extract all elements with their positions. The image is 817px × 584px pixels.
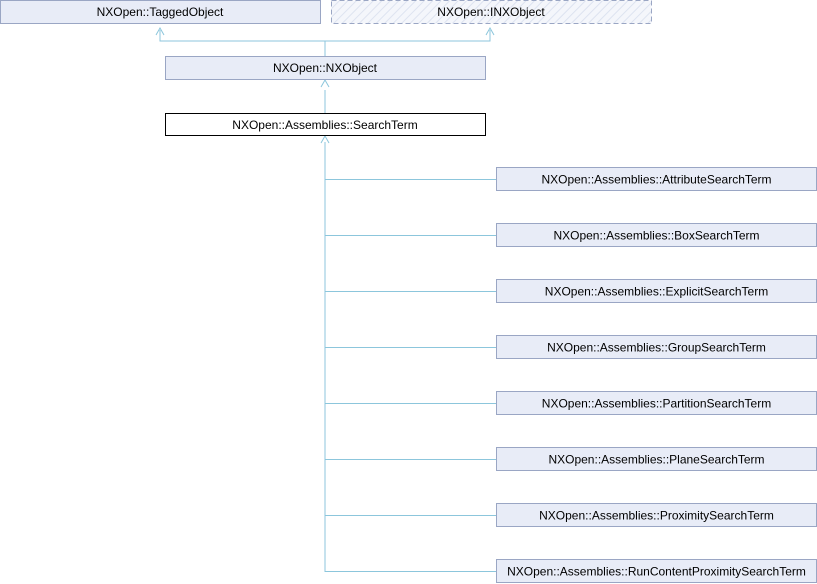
- node-box-search-term-label: NXOpen::Assemblies::BoxSearchTerm: [553, 229, 759, 243]
- node-nx-object-label: NXOpen::NXObject: [273, 61, 378, 75]
- node-inx-object[interactable]: NXOpen::INXObject: [331, 0, 652, 24]
- node-nx-object[interactable]: NXOpen::NXObject: [165, 56, 486, 80]
- node-attribute-search-term-label: NXOpen::Assemblies::AttributeSearchTerm: [541, 173, 771, 187]
- node-proximity-search-term[interactable]: NXOpen::Assemblies::ProximitySearchTerm: [496, 503, 817, 527]
- node-partition-search-term-label: NXOpen::Assemblies::PartitionSearchTerm: [542, 397, 771, 411]
- node-box-search-term[interactable]: NXOpen::Assemblies::BoxSearchTerm: [496, 223, 817, 247]
- node-tagged-object[interactable]: NXOpen::TaggedObject: [0, 0, 321, 24]
- arrowhead-tagged: [155, 26, 165, 36]
- node-plane-search-term[interactable]: NXOpen::Assemblies::PlaneSearchTerm: [496, 447, 817, 471]
- node-inx-object-label: NXOpen::INXObject: [437, 5, 545, 19]
- node-proximity-search-term-label: NXOpen::Assemblies::ProximitySearchTerm: [539, 509, 774, 523]
- node-nx-object-box: [165, 56, 486, 80]
- node-explicit-search-term[interactable]: NXOpen::Assemblies::ExplicitSearchTerm: [496, 279, 817, 303]
- node-group-search-term[interactable]: NXOpen::Assemblies::GroupSearchTerm: [496, 335, 817, 359]
- node-search-term-label: NXOpen::Assemblies::SearchTerm: [232, 118, 417, 132]
- node-partition-search-term[interactable]: NXOpen::Assemblies::PartitionSearchTerm: [496, 391, 817, 415]
- node-run-content-proximity-search-term-label: NXOpen::Assemblies::RunContentProximityS…: [507, 565, 806, 579]
- node-attribute-search-term[interactable]: NXOpen::Assemblies::AttributeSearchTerm: [496, 167, 817, 191]
- node-run-content-proximity-search-term[interactable]: NXOpen::Assemblies::RunContentProximityS…: [496, 559, 817, 583]
- child-nodes: NXOpen::Assemblies::AttributeSearchTermN…: [496, 167, 817, 583]
- arrowhead-nxobject: [320, 78, 330, 88]
- arrowhead-inx: [485, 26, 495, 36]
- arrowhead-searchterm: [320, 134, 330, 144]
- edge-tagged-to-nxobject: [159, 30, 326, 57]
- node-plane-search-term-label: NXOpen::Assemblies::PlaneSearchTerm: [548, 453, 764, 467]
- node-tagged-object-label: NXOpen::TaggedObject: [97, 5, 224, 19]
- inheritance-edges: [159, 30, 491, 572]
- edge-inx-to-nxobject: [325, 30, 491, 42]
- node-inx-object-box: [331, 0, 652, 24]
- node-group-search-term-label: NXOpen::Assemblies::GroupSearchTerm: [547, 341, 766, 355]
- node-search-term: NXOpen::Assemblies::SearchTerm: [165, 113, 486, 136]
- node-explicit-search-term-label: NXOpen::Assemblies::ExplicitSearchTerm: [545, 285, 768, 299]
- node-search-term-box: [165, 113, 486, 136]
- node-tagged-object-box: [0, 0, 321, 24]
- child-branch-edges: [325, 179, 497, 572]
